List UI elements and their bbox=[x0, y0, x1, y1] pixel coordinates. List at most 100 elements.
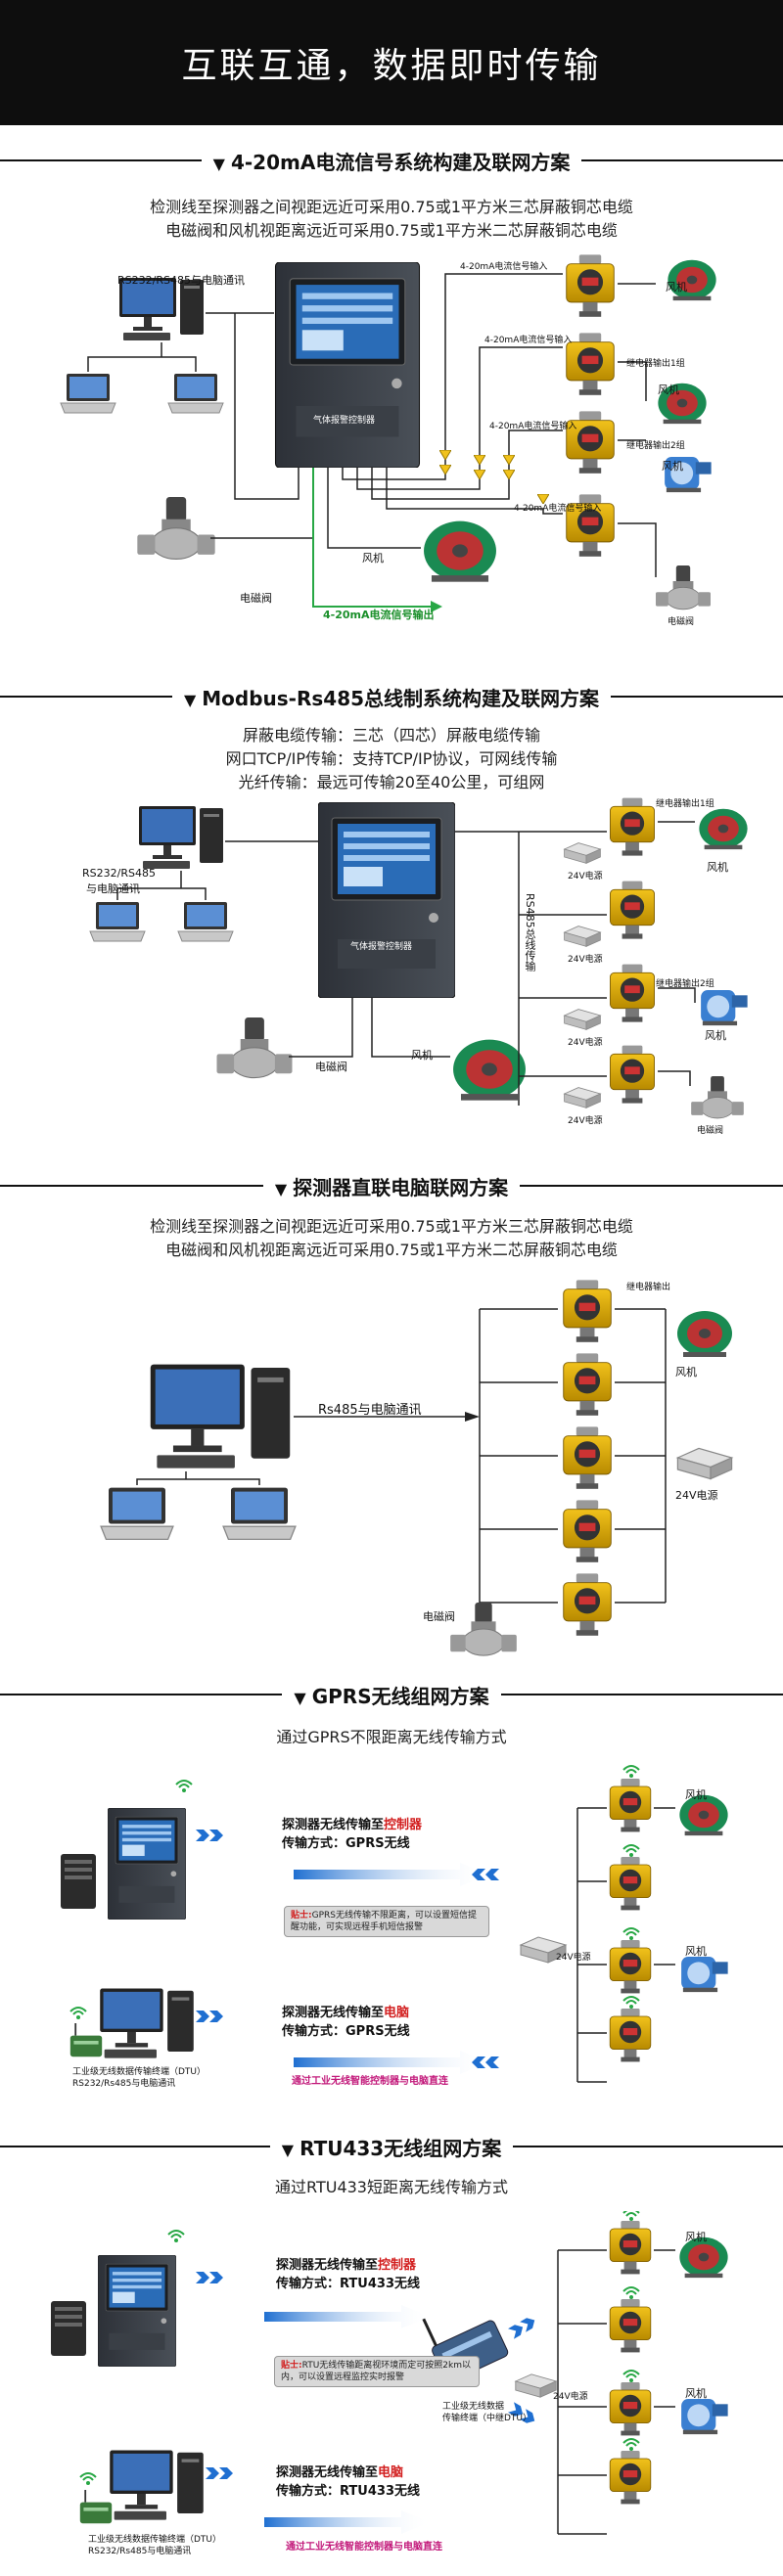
section-description: 检测线至探测器之间视距远近可采用0.75或1平方米三芯屏蔽铜芯电缆 电磁阀和风机… bbox=[150, 1217, 633, 1259]
signal-out-label: 4-20mA电流信号输出 bbox=[323, 609, 435, 621]
wifi-icon bbox=[622, 1927, 640, 1940]
divider bbox=[611, 696, 783, 698]
solenoid-valve-icon bbox=[656, 565, 711, 610]
section-header: ▼Modbus-Rs485总线制系统构建及联网方案 bbox=[0, 683, 783, 710]
rs-label: RS232/RS485 bbox=[82, 867, 156, 880]
diagram-gprs bbox=[61, 1765, 728, 2083]
rtu-to-pc: 探测器无线传输至电脑 传输方式：RTU433无线 bbox=[276, 2465, 420, 2499]
section-direct-pc: ▼探测器直联电脑联网方案 检测线至探测器之间视距远近可采用0.75或1平方米三芯… bbox=[0, 1172, 783, 1671]
dtu-label-2: RS232/Rs485与电脑通讯 bbox=[88, 2547, 192, 2556]
fan-label: 风机 bbox=[675, 1366, 697, 1378]
triangle-icon: ▼ bbox=[183, 690, 197, 709]
fan-label: 风机 bbox=[666, 281, 687, 294]
power-supply-icon bbox=[564, 1087, 601, 1108]
valve-label: 电磁阀 bbox=[315, 1061, 347, 1073]
blue-fan-icon bbox=[681, 1957, 728, 1993]
gas-detector-icon bbox=[609, 1940, 652, 1994]
power-label: 24V电源 bbox=[553, 2392, 588, 2402]
power-supply-icon bbox=[676, 1447, 733, 1480]
relay-1: 继电器输出1组 bbox=[656, 799, 714, 809]
server-icon bbox=[51, 2301, 86, 2356]
wifi-icon bbox=[622, 2370, 640, 2382]
laptop-icon bbox=[177, 901, 234, 942]
fan-label: 风机 bbox=[685, 2231, 707, 2243]
gprs-tip: 贴士:GPRS无线传输不限距离，可以设置短信提醒功能，可实现远程手机短信报警 bbox=[284, 1906, 489, 1937]
gas-detector-icon bbox=[610, 881, 655, 940]
power-label: 24V电源 bbox=[556, 1953, 591, 1963]
wifi-icon bbox=[622, 2286, 640, 2299]
relay-2: 继电器输出2组 bbox=[656, 979, 714, 989]
divider bbox=[0, 1185, 263, 1187]
gas-detector-icon bbox=[610, 1045, 655, 1105]
fan-icon bbox=[677, 1311, 732, 1357]
solenoid-valve-icon bbox=[215, 1017, 294, 1079]
gas-detector-icon bbox=[563, 1500, 612, 1563]
wifi-icon bbox=[622, 2211, 640, 2221]
wifi-icon bbox=[69, 2007, 87, 2019]
valve-label: 电磁阀 bbox=[697, 1126, 724, 1136]
section-4-20ma: ▼4-20mA电流信号系统构建及联网方案 检测线至探测器之间视距远近可采用0.7… bbox=[0, 147, 783, 675]
divider bbox=[0, 2146, 270, 2147]
rtu-tip: 贴士:RTU无线传输距离视环境而定可按照2km以内，可以设置远程监控实时报警 bbox=[274, 2356, 480, 2387]
wifi-icon bbox=[622, 2438, 640, 2451]
signal-in-1: 4-20mA电流信号输入 bbox=[460, 262, 548, 272]
arrow-icon bbox=[196, 2272, 223, 2283]
solenoid-valve-icon bbox=[691, 1076, 744, 1119]
top-banner: 互联互通，数据即时传输 bbox=[0, 0, 783, 125]
wifi-icon bbox=[167, 2230, 185, 2242]
power-label: 24V电源 bbox=[568, 955, 603, 965]
fan-label: 风机 bbox=[685, 1945, 707, 1958]
direct-connect-label: 通过工业无线智能控制器与电脑直连 bbox=[286, 2542, 442, 2553]
section-header: ▼探测器直联电脑联网方案 bbox=[0, 1172, 783, 1199]
solenoid-valve-icon bbox=[450, 1603, 517, 1656]
dtu-label: 工业级无线数据传输终端（DTU） bbox=[88, 2535, 222, 2545]
laptop-icon bbox=[222, 1486, 297, 1541]
gas-detector-icon bbox=[609, 2221, 652, 2275]
power-label: 24V电源 bbox=[568, 872, 603, 881]
laptop-icon bbox=[60, 373, 116, 414]
gas-detector-icon bbox=[563, 1573, 612, 1637]
gas-detector-icon bbox=[610, 797, 655, 857]
laptop-icon bbox=[89, 901, 146, 942]
laptop-icon bbox=[100, 1486, 174, 1541]
signal-in-2: 4-20mA电流信号输入 bbox=[484, 336, 573, 345]
gas-detector-icon bbox=[566, 333, 615, 396]
gas-detector-icon bbox=[609, 2451, 652, 2505]
fan-label: 风机 bbox=[685, 2387, 707, 2400]
controller-panel-icon bbox=[108, 1808, 186, 1920]
rs-label: RS232/RS485与电脑通讯 bbox=[117, 274, 245, 287]
gas-detector-icon bbox=[610, 964, 655, 1023]
fan-icon bbox=[424, 520, 496, 582]
panel-label: 气体报警控制器 bbox=[350, 942, 413, 952]
valve-label: 电磁阀 bbox=[240, 592, 272, 605]
dtu-label-2: RS232/Rs485与电脑通讯 bbox=[72, 2079, 176, 2089]
gas-detector-icon bbox=[609, 2382, 652, 2436]
gas-detector-icon bbox=[609, 2299, 652, 2353]
dtu-label: 工业级无线数据传输终端（DTU） bbox=[72, 2067, 207, 2077]
diagram-direct bbox=[100, 1280, 733, 1656]
section-header: ▼4-20mA电流信号系统构建及联网方案 bbox=[0, 147, 783, 174]
gas-detector-icon bbox=[566, 254, 615, 318]
section-title: ▼RTU433无线组网方案 bbox=[281, 2136, 502, 2160]
divider bbox=[520, 1185, 783, 1187]
rs-label-2: 与电脑通讯 bbox=[86, 882, 140, 895]
power-supply-icon bbox=[515, 2373, 557, 2398]
wifi-icon bbox=[622, 1765, 640, 1778]
relay-label: 继电器输出 bbox=[626, 1283, 671, 1292]
valve-label: 电磁阀 bbox=[668, 617, 695, 627]
power-label: 24V电源 bbox=[568, 1116, 603, 1126]
triangle-icon: ▼ bbox=[274, 1179, 288, 1198]
section-title: ▼探测器直联电脑联网方案 bbox=[274, 1175, 509, 1199]
rs-label: Rs485与电脑通讯 bbox=[318, 1403, 422, 1418]
relay-1: 继电器输出1组 bbox=[626, 359, 685, 369]
repeater-label: 工业级无线数据 bbox=[442, 2402, 505, 2412]
gas-detector-icon bbox=[563, 1280, 612, 1343]
section-description: 通过RTU433短距离无线传输方式 bbox=[275, 2178, 508, 2196]
solenoid-valve-icon bbox=[137, 497, 215, 561]
gprs-to-controller: 探测器无线传输至控制器 传输方式：GPRS无线 bbox=[282, 1818, 423, 1851]
fan-label: 风机 bbox=[658, 384, 679, 396]
desktop-computer-icon bbox=[100, 1988, 194, 2058]
diagram-modbus bbox=[89, 797, 748, 1119]
desktop-computer-icon bbox=[110, 2450, 204, 2520]
banner-title: 互联互通，数据即时传输 bbox=[181, 46, 602, 86]
